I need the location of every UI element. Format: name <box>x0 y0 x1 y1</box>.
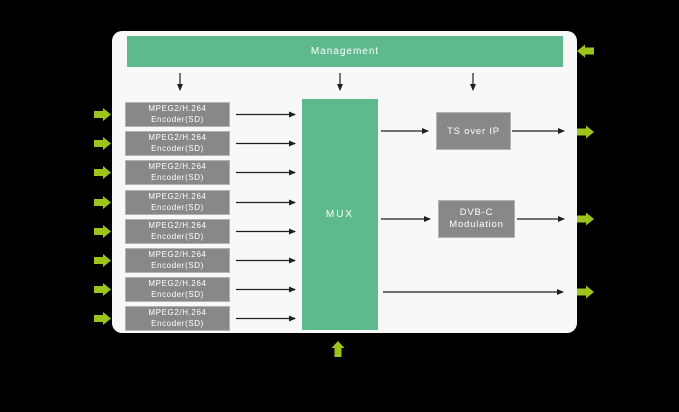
output-arrows <box>577 125 594 299</box>
encoder-line1: MPEG2/H.264 <box>148 308 207 317</box>
encoder-line1: MPEG2/H.264 <box>148 221 207 230</box>
encoder-block-2: MPEG2/H.264 Encoder(SD) <box>125 131 230 156</box>
input-arrow-icon <box>94 254 111 267</box>
encoder-block-6: MPEG2/H.264 Encoder(SD) <box>125 248 230 273</box>
encoder-line2: Encoder(SD) <box>151 202 204 212</box>
encoder-line2: Encoder(SD) <box>151 289 204 299</box>
output-arrow-icon <box>577 212 594 226</box>
management-input-arrow-icon <box>577 44 594 58</box>
management-label: Management <box>310 46 380 57</box>
mux-bottom-input-arrow-icon <box>331 341 345 357</box>
ts-over-ip-block: TS over IP <box>436 112 511 150</box>
encoder-line1: MPEG2/H.264 <box>148 162 207 171</box>
input-arrows <box>94 108 111 325</box>
encoder-block-5: MPEG2/H.264 Encoder(SD) <box>125 219 230 244</box>
ts-over-ip-label: TS over IP <box>447 125 500 137</box>
input-arrow-icon <box>94 196 111 209</box>
management-block: Management <box>127 36 563 67</box>
encoder-line2: Encoder(SD) <box>151 172 204 182</box>
dvbc-line1: DVB-C <box>459 206 494 218</box>
encoder-line2: Encoder(SD) <box>151 260 204 270</box>
input-arrow-icon <box>94 225 111 238</box>
mux-block: MUX <box>302 99 378 330</box>
mux-label: MUX <box>325 209 355 220</box>
encoder-line1: MPEG2/H.264 <box>148 133 207 142</box>
encoder-block-1: MPEG2/H.264 Encoder(SD) <box>125 102 230 127</box>
encoder-line2: Encoder(SD) <box>151 114 204 124</box>
output-arrow-icon <box>577 285 594 299</box>
dvbc-line2: Modulation <box>449 219 504 230</box>
encoder-line1: MPEG2/H.264 <box>148 192 207 201</box>
input-arrow-icon <box>94 108 111 121</box>
encoder-line1: MPEG2/H.264 <box>148 250 207 259</box>
encoder-line2: Encoder(SD) <box>151 143 204 153</box>
input-arrow-icon <box>94 166 111 179</box>
encoder-block-7: MPEG2/H.264 Encoder(SD) <box>125 277 230 302</box>
encoder-line2: Encoder(SD) <box>151 231 204 241</box>
dvbc-modulation-block: DVB-C Modulation <box>438 200 515 238</box>
encoder-line1: MPEG2/H.264 <box>148 279 207 288</box>
input-arrow-icon <box>94 283 111 296</box>
encoder-block-4: MPEG2/H.264 Encoder(SD) <box>125 190 230 215</box>
encoder-block-3: MPEG2/H.264 Encoder(SD) <box>125 160 230 185</box>
output-arrow-icon <box>577 125 594 139</box>
input-arrow-icon <box>94 312 111 325</box>
encoder-line2: Encoder(SD) <box>151 318 204 328</box>
encoder-line1: MPEG2/H.264 <box>148 104 207 113</box>
encoder-block-8: MPEG2/H.264 Encoder(SD) <box>125 306 230 331</box>
input-arrow-icon <box>94 137 111 150</box>
